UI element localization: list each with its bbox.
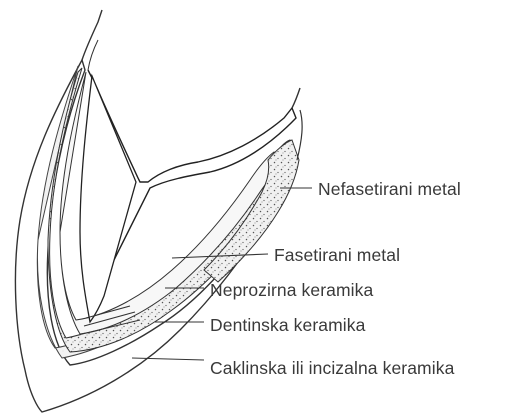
root-left-inner-line <box>88 40 98 70</box>
root-right-outer-line <box>297 110 302 160</box>
label-dentin-ceramic: Dentinska keramika <box>210 315 365 335</box>
root-left-line <box>82 10 102 60</box>
label-opaque-ceramic: Neprozirna keramika <box>210 280 373 300</box>
abutment-preparation <box>80 76 136 322</box>
label-faceted-metal: Fasetirani metal <box>274 245 400 265</box>
label-enamel-incisal-ceramic: Caklinska ili incizalna keramika <box>210 358 454 378</box>
label-non-faceted-metal: Nefasetirani metal <box>318 179 461 199</box>
root-right-line <box>292 88 300 108</box>
